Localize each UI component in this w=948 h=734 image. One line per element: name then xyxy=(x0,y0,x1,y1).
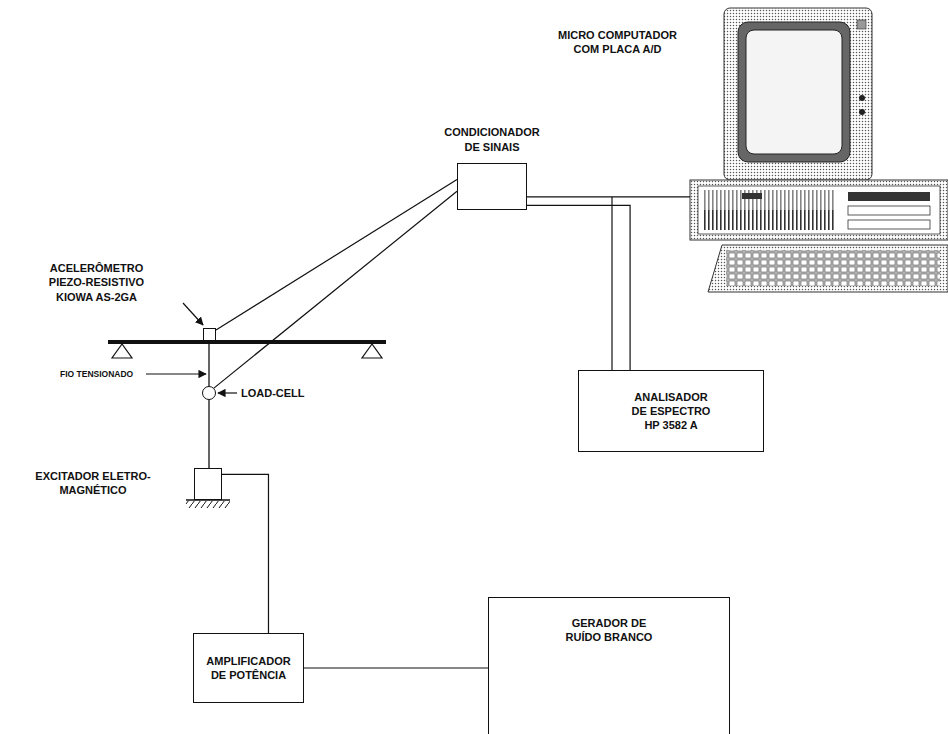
drive-slot xyxy=(848,192,930,201)
computer-illustration xyxy=(690,8,948,292)
exciter-box: EXCITADOR ELETRO-MAGNÉTICO xyxy=(194,468,222,500)
node-label: AMPLIFICADOR DE POTÊNCIA xyxy=(201,654,296,683)
keyboard xyxy=(708,245,948,292)
vents xyxy=(704,210,836,230)
leader-arrow xyxy=(183,303,203,325)
monitor-knob xyxy=(859,109,865,115)
keyboard-keys xyxy=(726,250,940,286)
beam xyxy=(108,340,386,344)
signal-wire xyxy=(214,191,457,388)
signal-wire xyxy=(527,205,630,370)
leader-arrow xyxy=(218,392,237,393)
leader-arrow xyxy=(146,373,206,374)
node-label: MICRO COMPUTADOR COM PLACA A/D xyxy=(550,28,685,57)
power-switch xyxy=(742,193,762,199)
signal-wire xyxy=(222,474,268,633)
monitor-knob xyxy=(859,95,865,101)
node-label: ANALISADOR DE ESPECTRO HP 3582 A xyxy=(628,390,714,433)
cable-conductor xyxy=(611,197,612,370)
monitor-case xyxy=(724,8,872,180)
generator-box: GERADOR DE RUÍDO BRANCO xyxy=(488,597,730,734)
node-label: EXCITADOR ELETRO-MAGNÉTICO xyxy=(23,469,163,498)
node-label: CONDICIONADOR DE SINAIS xyxy=(437,125,547,154)
monitor-bezel xyxy=(738,22,850,162)
signal-wire xyxy=(304,667,488,668)
node-label: LOAD-CELL xyxy=(241,386,305,400)
support xyxy=(362,344,382,358)
analyser-box: ANALISADOR DE ESPECTRO HP 3582 A xyxy=(578,370,764,452)
load-cell: LOAD-CELL xyxy=(202,386,216,400)
drive-slot xyxy=(848,206,930,215)
front-panel xyxy=(698,186,940,234)
node-label: GERADOR DE RUÍDO BRANCO xyxy=(559,616,659,645)
amplifier-box: AMPLIFICADOR DE POTÊNCIA xyxy=(193,633,304,703)
monitor-switch xyxy=(857,20,866,29)
tensioned-wire xyxy=(208,344,209,386)
conditioner-box: CONDICIONADOR DE SINAIS xyxy=(457,163,527,210)
signal-wire xyxy=(527,196,690,197)
ground-hatch xyxy=(186,501,230,508)
accelerometer: ACELERÔMETRO PIEZO-RESISTIVO KIOWA AS-2G… xyxy=(203,328,216,341)
computer-node: MICRO COMPUTADOR COM PLACA A/D xyxy=(690,8,948,293)
drive-slot xyxy=(848,220,930,229)
signal-wire xyxy=(216,179,457,330)
monitor-screen xyxy=(746,30,842,154)
exciter-rod xyxy=(208,400,209,468)
part-label: FIO TENSIONADO xyxy=(60,369,133,379)
vents xyxy=(704,190,836,210)
support xyxy=(112,344,132,358)
beam-assembly xyxy=(108,342,386,508)
node-label: ACELERÔMETRO PIEZO-RESISTIVO KIOWA AS-2G… xyxy=(34,261,159,304)
system-unit xyxy=(690,180,948,240)
